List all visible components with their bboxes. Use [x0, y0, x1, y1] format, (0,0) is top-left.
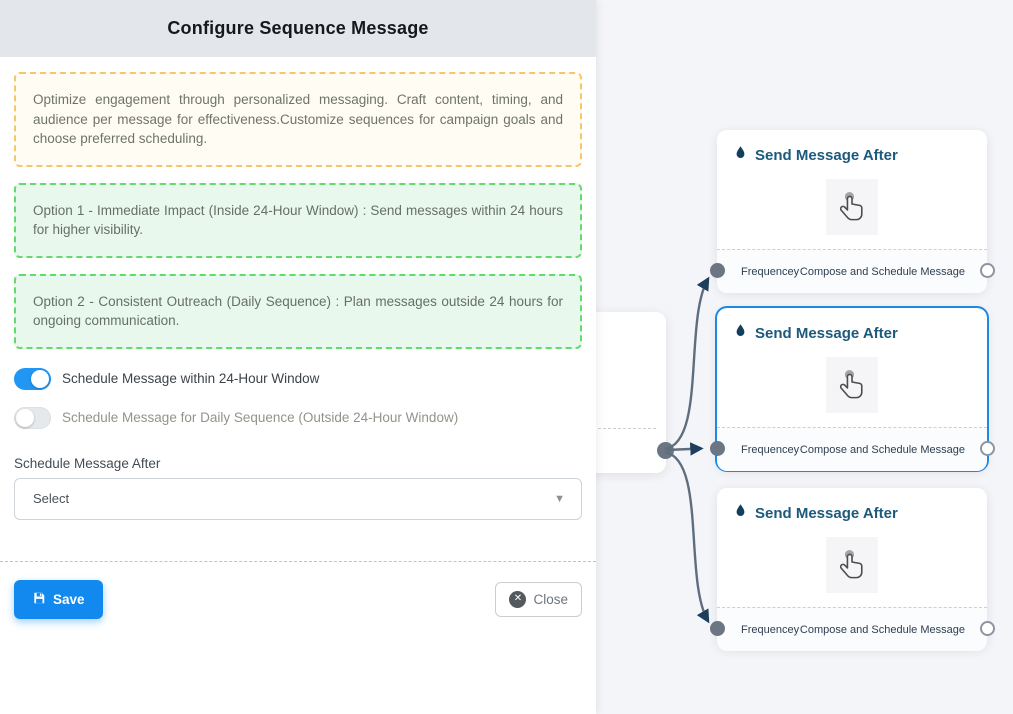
panel-title: Configure Sequence Message [167, 18, 429, 38]
toggle-row-daily-sequence[interactable]: Schedule Message for Daily Sequence (Out… [14, 406, 582, 429]
tap-gesture-icon [826, 179, 878, 235]
node-title: Send Message After [717, 488, 987, 523]
select-value: Select [33, 491, 70, 507]
frequency-tab[interactable]: Frequencey [741, 265, 800, 278]
node1-input-handle[interactable] [709, 262, 725, 278]
compose-schedule-tab[interactable]: Compose and Schedule Message [799, 623, 965, 636]
compose-schedule-tab[interactable]: Compose and Schedule Message [799, 443, 965, 456]
frequency-tab[interactable]: Frequencey [741, 623, 800, 636]
toggle-row-24h-window[interactable]: Schedule Message within 24-Hour Window [14, 367, 582, 390]
toggle-daily-label: Schedule Message for Daily Sequence (Out… [62, 410, 459, 426]
node-title: Send Message After [717, 308, 987, 343]
footer-divider [0, 560, 596, 562]
node-title: Send Message After [717, 130, 987, 165]
source-output-handle[interactable] [656, 441, 674, 459]
node1-output-handle[interactable] [979, 262, 995, 278]
toggle-daily-switch[interactable] [14, 406, 51, 429]
toggle-knob [16, 408, 34, 427]
toggle-24h-label: Schedule Message within 24-Hour Window [62, 371, 320, 387]
close-button[interactable]: ✕ Close [495, 581, 582, 617]
flow-node-send-message-after-3[interactable]: Send Message After Frequencey Compose an… [717, 488, 987, 651]
schedule-after-label: Schedule Message After [14, 455, 161, 471]
tap-gesture-icon [826, 537, 878, 593]
schedule-after-select[interactable]: Select ▼ [14, 477, 582, 520]
chevron-down-icon: ▼ [554, 492, 565, 505]
save-button[interactable]: Save [14, 579, 103, 619]
flow-node-send-message-after-1[interactable]: Send Message After Frequencey Compose an… [717, 130, 987, 293]
flow-node-send-message-after-2[interactable]: Send Message After Frequencey Compose an… [717, 308, 987, 471]
node2-input-handle[interactable] [709, 440, 725, 456]
flow-canvas[interactable]: ce Message Send Message After Frequencey… [456, 0, 1013, 714]
water-drop-icon [734, 145, 747, 165]
toggle-knob [31, 369, 49, 388]
configure-sequence-panel: Configure Sequence Message Optimize enga… [0, 0, 596, 714]
save-disk-icon [32, 591, 46, 608]
node3-input-handle[interactable] [709, 620, 725, 636]
option2-box: Option 2 - Consistent Outreach (Daily Se… [14, 273, 582, 349]
toggle-24h-switch[interactable] [14, 367, 51, 390]
option1-box: Option 1 - Immediate Impact (Inside 24-H… [14, 182, 582, 258]
panel-header: Configure Sequence Message [0, 0, 596, 57]
info-box: Optimize engagement through personalized… [14, 72, 582, 167]
node2-output-handle[interactable] [979, 440, 995, 456]
water-drop-icon [734, 503, 747, 523]
frequency-tab[interactable]: Frequencey [741, 443, 800, 456]
compose-schedule-tab[interactable]: Compose and Schedule Message [799, 265, 965, 278]
close-icon: ✕ [509, 590, 527, 608]
tap-gesture-icon [826, 357, 878, 413]
node3-output-handle[interactable] [979, 620, 995, 636]
water-drop-icon [734, 323, 747, 343]
